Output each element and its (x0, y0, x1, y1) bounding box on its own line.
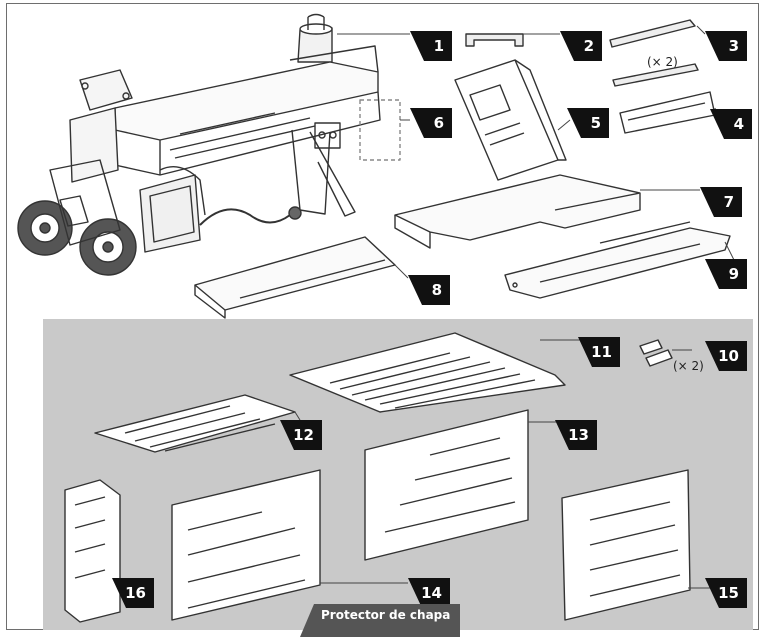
rail-drawing (504, 221, 731, 299)
callout-number: 15 (718, 584, 739, 602)
caption-text: Protector de chapa (321, 608, 451, 622)
callout-number: 6 (434, 114, 444, 132)
callout-number: 1 (434, 37, 444, 55)
callout-7: 7 (700, 187, 742, 217)
callout-number: 8 (432, 281, 442, 299)
callout-8: 8 (408, 275, 450, 305)
side-panel-drawing (64, 479, 121, 623)
right-panel-drawing (561, 469, 691, 621)
callout-number: 12 (293, 426, 314, 444)
callout-10: 10 (705, 341, 747, 371)
callout-1: 1 (410, 31, 452, 61)
bar-pair-drawing (609, 19, 699, 87)
callout-number: 11 (591, 343, 612, 361)
callout-number: 14 (421, 584, 442, 602)
callout-15: 15 (705, 578, 747, 608)
handle-drawing (465, 33, 524, 47)
callout-9: 9 (705, 259, 747, 289)
callout-5: 5 (567, 108, 609, 138)
callout-number: 16 (125, 584, 146, 602)
callout-number: 10 (718, 347, 739, 365)
callout-number: 9 (729, 265, 739, 283)
back-panel-drawing (364, 409, 529, 561)
callout-13: 13 (555, 420, 597, 450)
callout-number: 3 (729, 37, 739, 55)
callout-number: 2 (584, 37, 594, 55)
qty-note-part-8: (× 2) (673, 359, 704, 373)
callout-number: 13 (568, 426, 589, 444)
support-plate-drawing (194, 236, 396, 319)
top-slotted-plate-drawing (289, 332, 566, 413)
manual-drawing (454, 59, 567, 181)
callout-number: 7 (724, 193, 734, 211)
callout-11: 11 (578, 337, 620, 367)
callout-12: 12 (280, 420, 322, 450)
dashed-part-outline (359, 99, 401, 161)
callout-number: 5 (591, 114, 601, 132)
front-panel-drawing (171, 469, 321, 621)
callout-6: 6 (410, 108, 452, 138)
callout-4: 4 (710, 109, 752, 139)
leader-lines (120, 25, 736, 591)
small-bracket-drawing (639, 339, 673, 367)
log-splitter-drawing (17, 13, 381, 276)
caption-tab: Protector de chapa (300, 604, 460, 637)
side-slotted-plate-drawing (94, 394, 296, 453)
tray-plate-drawing (394, 174, 641, 249)
callout-2: 2 (560, 31, 602, 61)
callout-3: 3 (705, 31, 747, 61)
callout-16: 16 (112, 578, 154, 608)
qty-note-part-3: (× 2) (647, 55, 678, 69)
callout-number: 4 (734, 115, 744, 133)
bracket-drawing (619, 91, 716, 134)
callout-14: 14 (408, 578, 450, 608)
